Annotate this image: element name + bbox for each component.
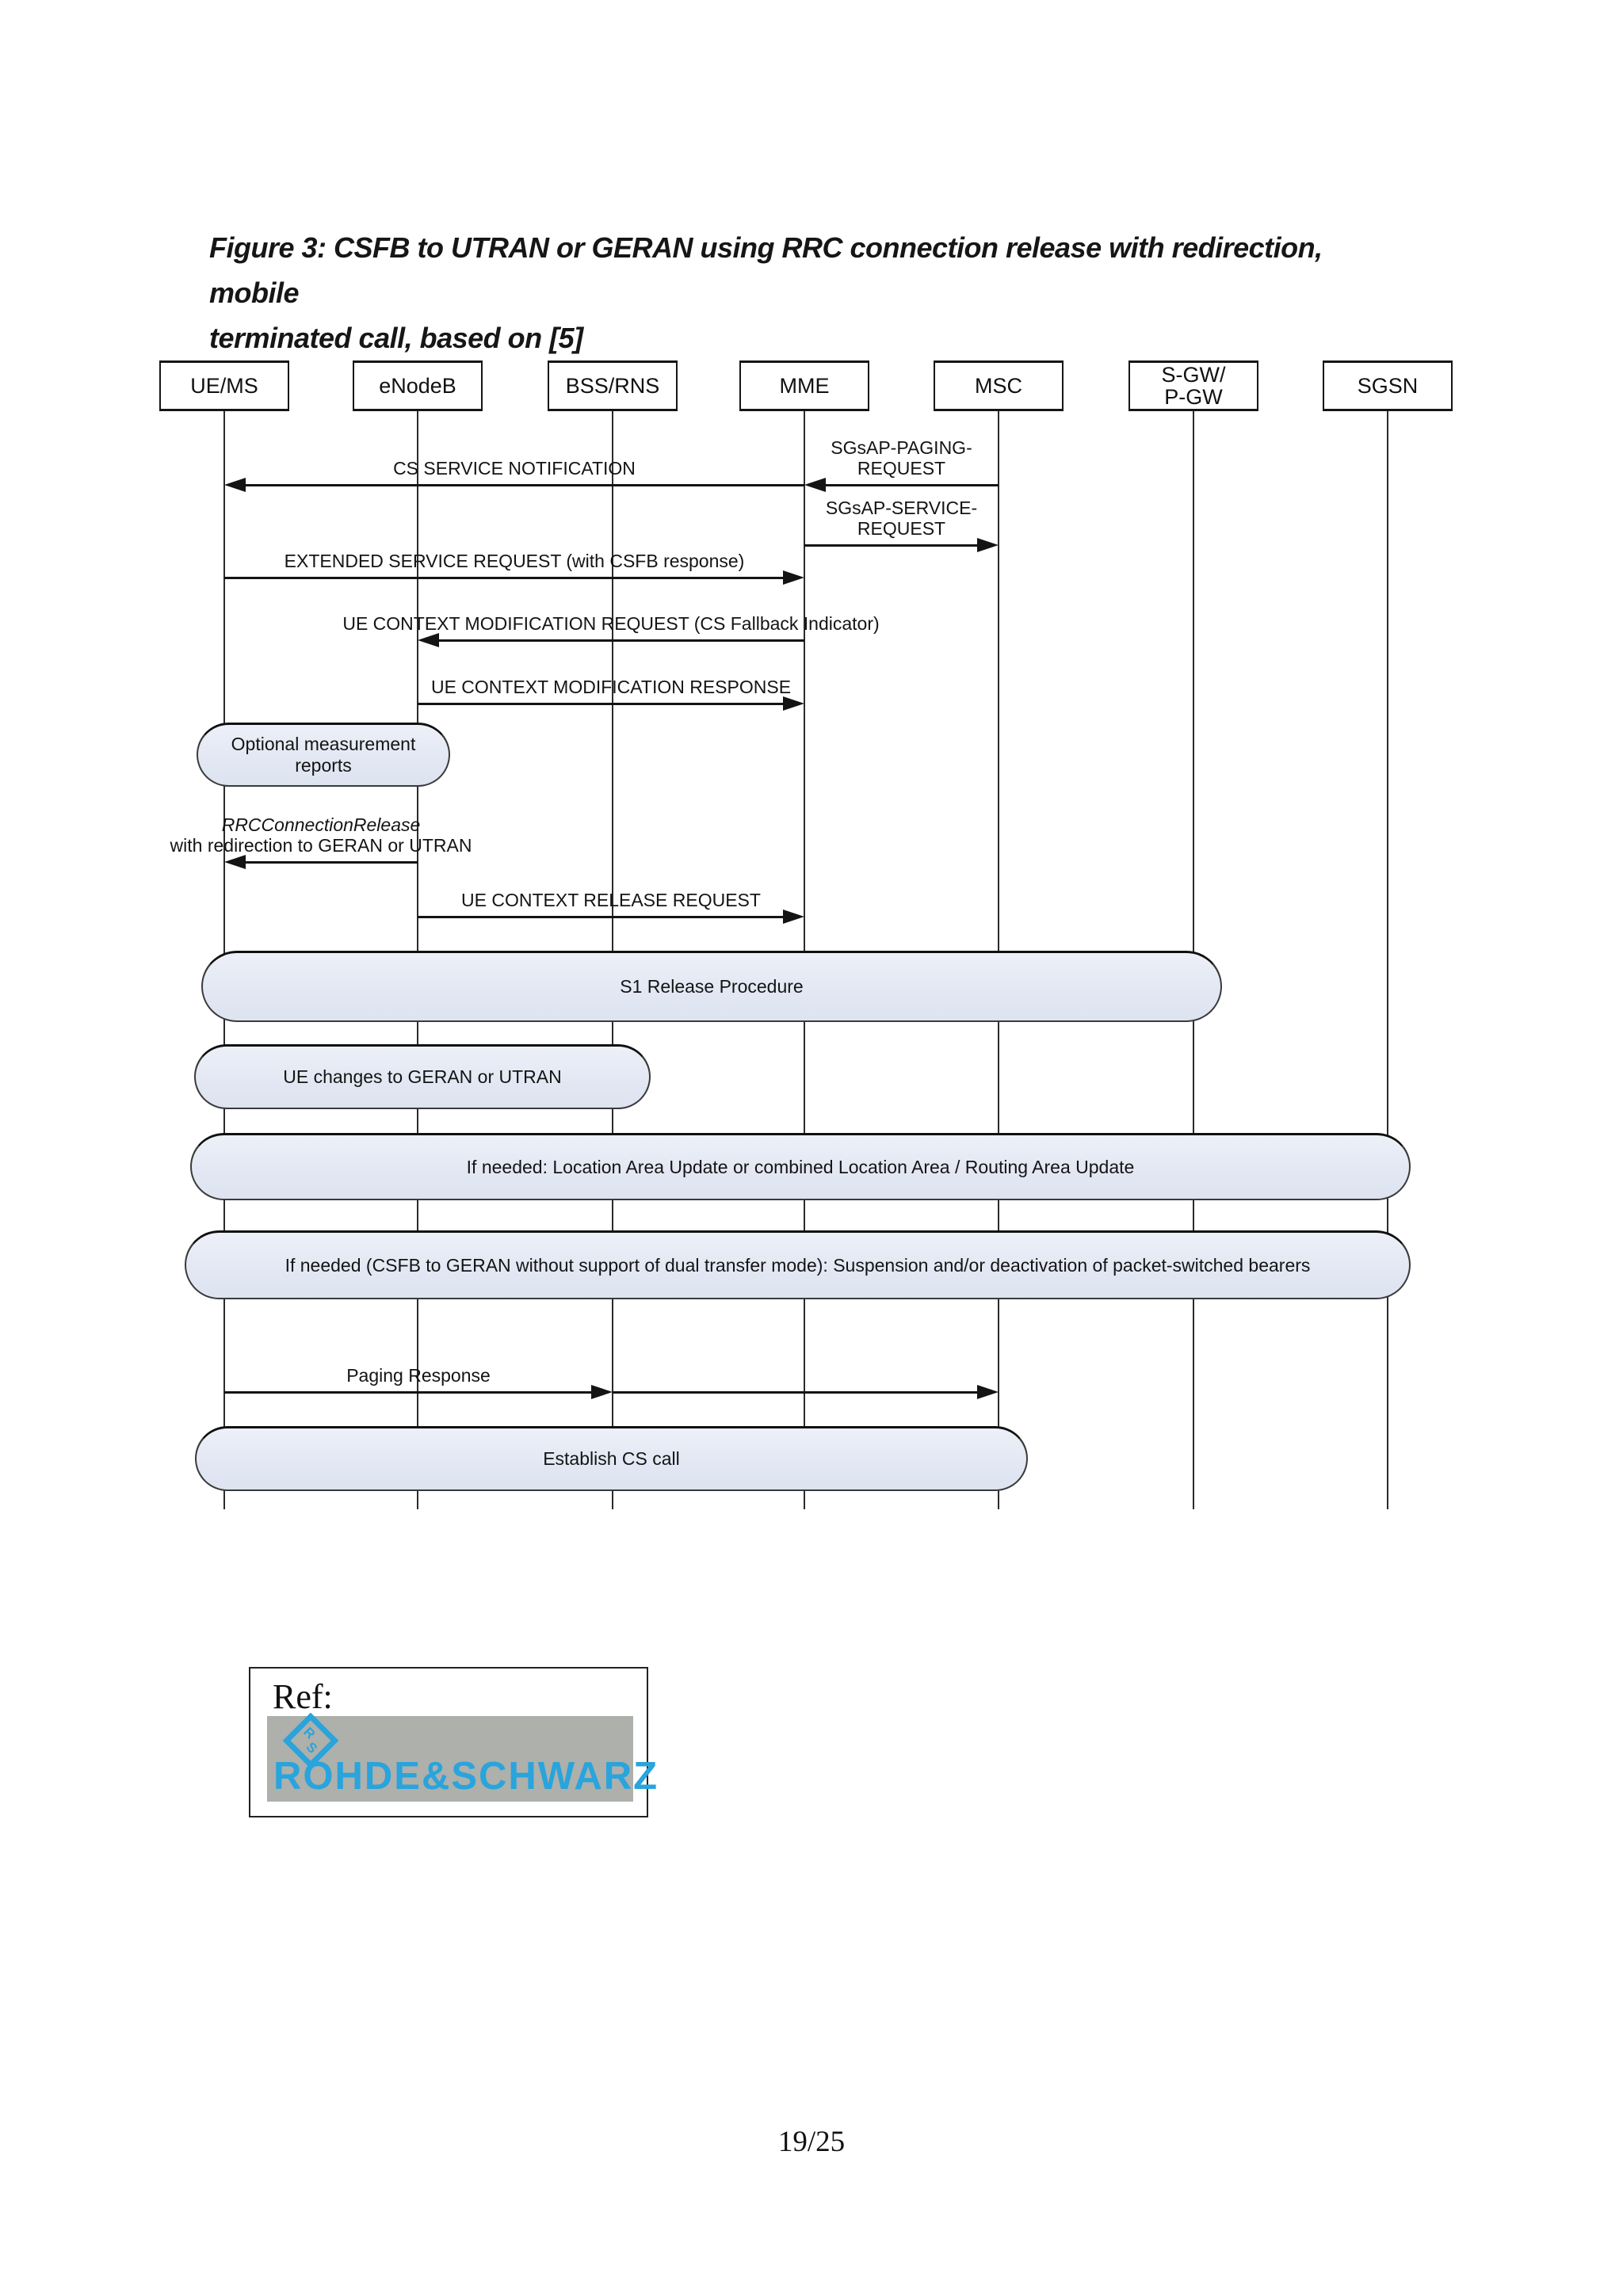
- figure-title-line1: Figure 3: CSFB to UTRAN or GERAN using R…: [209, 231, 1323, 309]
- note-box-establish-cs-call: Establish CS call: [195, 1426, 1028, 1491]
- arrowhead-icon: [224, 478, 246, 492]
- actor-box-sgsn: SGSN: [1323, 360, 1453, 411]
- reference-label: Ref:: [273, 1677, 333, 1716]
- message-label-sgsap-paging-request: SGsAP-PAGING- REQUEST: [831, 437, 972, 479]
- message-label-sgsap-service-request: SGsAP-SERVICE- REQUEST: [826, 498, 977, 539]
- message-label-text: SGsAP-PAGING- REQUEST: [831, 437, 972, 479]
- message-line-paging-response: [224, 1391, 591, 1394]
- actor-box-mme: MME: [739, 360, 869, 411]
- actor-box-sgw-pgw: S-GW/ P-GW: [1128, 360, 1258, 411]
- figure-title-line2: terminated call, based on [5]: [209, 322, 583, 354]
- message-label-text: CS SERVICE NOTIFICATION: [393, 458, 636, 479]
- message-label-paging-response: Paging Response: [346, 1365, 491, 1386]
- note-box-optional-measurement-reports: Optional measurement reports: [197, 723, 450, 787]
- message-label-ue-context-modification-request: UE CONTEXT MODIFICATION REQUEST (CS Fall…: [342, 613, 879, 634]
- message-label-text: EXTENDED SERVICE REQUEST (with CSFB resp…: [284, 551, 745, 571]
- message-line-cs-service-notification: [246, 484, 804, 486]
- message-line-sgsap-paging-request: [826, 484, 999, 486]
- message-label-text: with redirection to GERAN or UTRAN: [170, 835, 472, 856]
- actor-box-ue-ms: UE/MS: [159, 360, 289, 411]
- message-line-ue-context-release-request: [418, 916, 783, 918]
- note-box-s1-release-procedure: S1 Release Procedure: [201, 951, 1222, 1022]
- message-label-text: UE CONTEXT RELEASE REQUEST: [461, 890, 761, 910]
- actor-box-enodeb: eNodeB: [353, 360, 483, 411]
- arrowhead-icon: [418, 633, 439, 647]
- arrowhead-icon: [804, 478, 826, 492]
- note-box-location-area-update: If needed: Location Area Update or combi…: [190, 1133, 1411, 1200]
- arrowhead-icon: [224, 855, 246, 869]
- monogram-letter-r: R: [300, 1724, 319, 1742]
- page-number: 19/25: [777, 2126, 846, 2158]
- message-label-text: RRCConnectionRelease: [221, 814, 421, 835]
- message-label-text: Paging Response: [346, 1365, 491, 1386]
- reference-box: Ref: R S ROHDE&SCHWARZ: [249, 1667, 657, 1817]
- actor-box-bss-rns: BSS/RNS: [548, 360, 678, 411]
- message-label-text: UE CONTEXT MODIFICATION REQUEST (CS Fall…: [342, 613, 880, 634]
- message-label-text: SGsAP-SERVICE- REQUEST: [825, 498, 978, 539]
- message-label-text: UE CONTEXT MODIFICATION RESPONSE: [430, 677, 792, 697]
- actor-box-msc: MSC: [934, 360, 1064, 411]
- message-line-ue-context-modification-request: [439, 639, 804, 642]
- note-box-ue-changes-to-geran-utran: UE changes to GERAN or UTRAN: [194, 1044, 651, 1109]
- message-line-sgsap-service-request: [804, 544, 977, 547]
- message-line-paging-response-forward: [613, 1391, 977, 1394]
- message-line-rrc-connection-release: [246, 861, 418, 864]
- arrowhead-icon: [977, 1385, 999, 1399]
- lifeline-sgsn: [1387, 411, 1388, 1509]
- brand-wordmark: ROHDE&SCHWARZ: [273, 1755, 659, 1798]
- arrowhead-icon: [783, 910, 804, 924]
- rohde-schwarz-logo: R S ROHDE&SCHWARZ: [267, 1712, 657, 1802]
- note-box-suspension-deactivation: If needed (CSFB to GERAN without support…: [185, 1230, 1411, 1299]
- arrowhead-icon: [977, 538, 999, 552]
- message-line-ue-context-modification-response: [418, 703, 783, 705]
- message-line-extended-service-request: [224, 577, 783, 579]
- message-label-ue-context-release-request: UE CONTEXT RELEASE REQUEST: [461, 890, 761, 910]
- arrowhead-icon: [591, 1385, 613, 1399]
- figure-title: Figure 3: CSFB to UTRAN or GERAN using R…: [209, 225, 1414, 360]
- arrowhead-icon: [783, 696, 804, 711]
- message-label-ue-context-modification-response: UE CONTEXT MODIFICATION RESPONSE: [431, 677, 791, 697]
- message-label-extended-service-request: EXTENDED SERVICE REQUEST (with CSFB resp…: [285, 551, 745, 571]
- message-label-cs-service-notification: CS SERVICE NOTIFICATION: [393, 458, 636, 479]
- arrowhead-icon: [783, 570, 804, 585]
